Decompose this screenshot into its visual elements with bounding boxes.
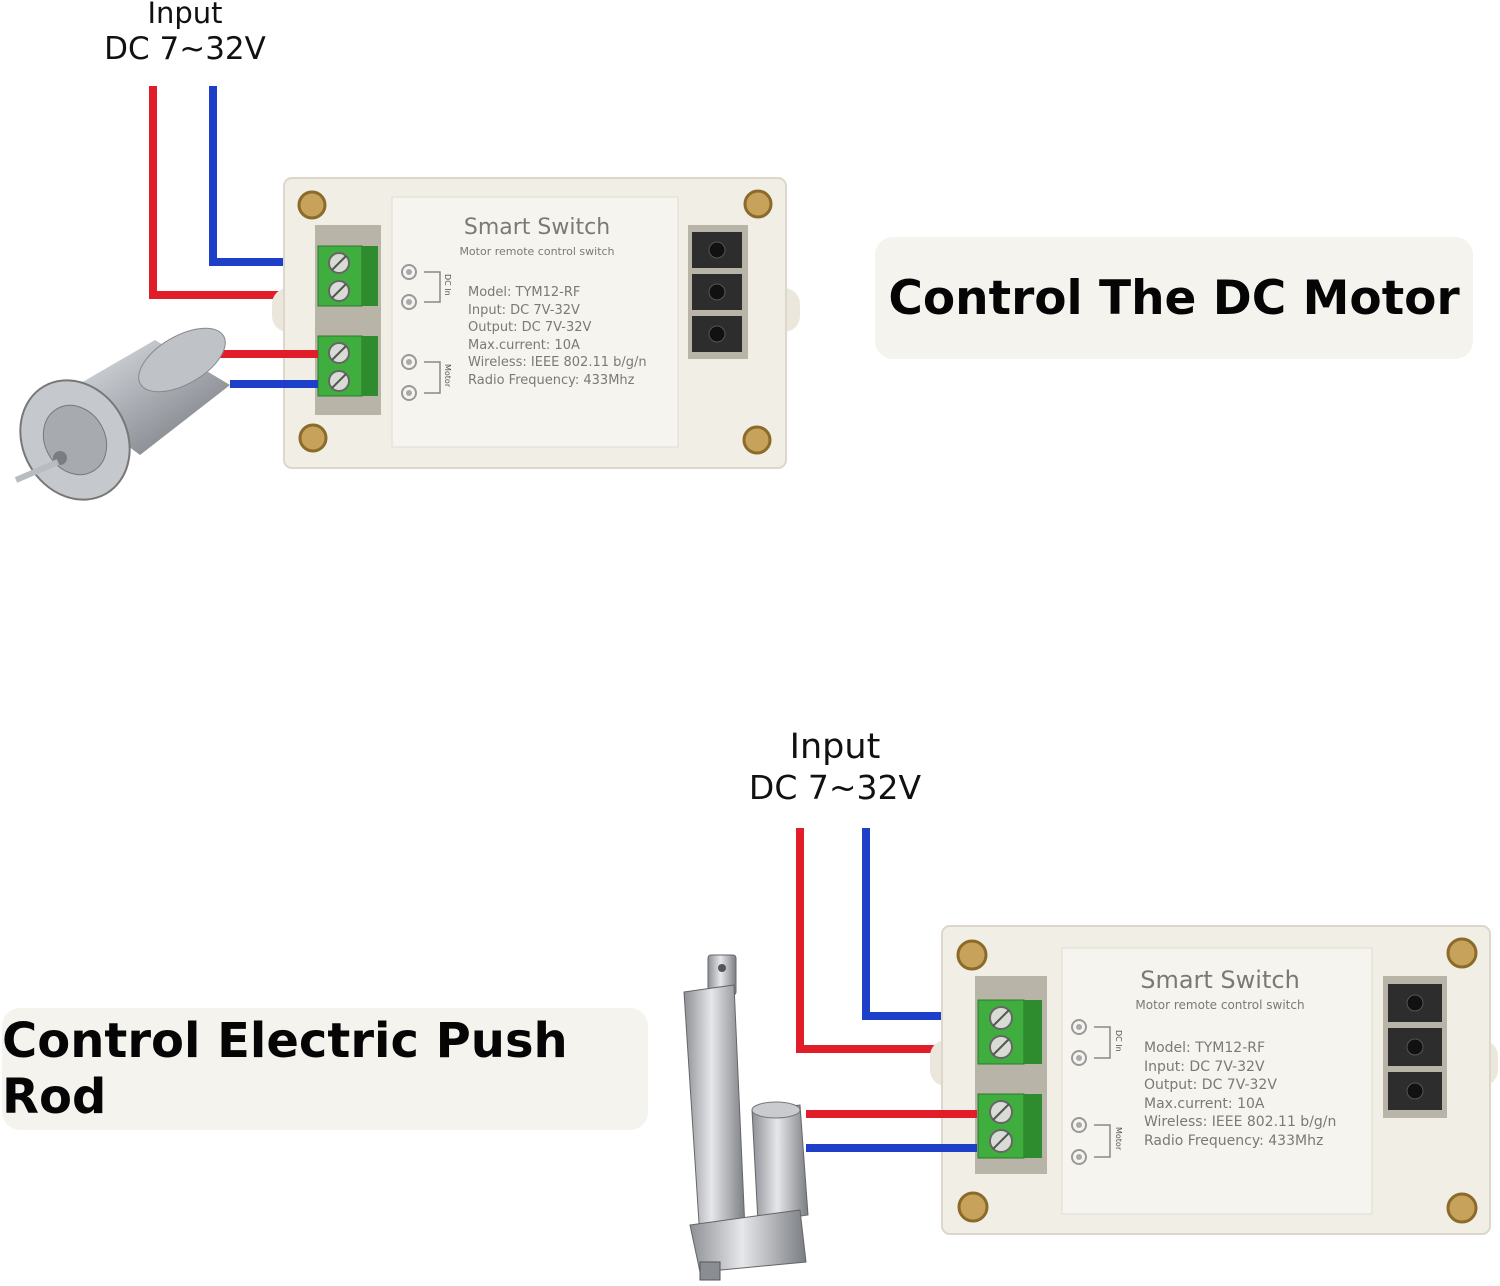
bottom-input-wire-positive [796, 828, 977, 1053]
spec-line: Output: DC 7V-32V [1144, 1077, 1277, 1094]
top-dc-in-label: DC In [443, 274, 452, 296]
bottom-input-wire-negative [862, 828, 977, 1020]
spec-line: Max.current: 10A [468, 337, 580, 353]
led-icon [401, 385, 417, 401]
bottom-module-subtitle: Motor remote control switch [1135, 998, 1305, 1012]
top-scene [14, 86, 800, 501]
dc-motor-icon [14, 327, 230, 501]
spec-line: Max.current: 10A [1144, 1095, 1265, 1112]
bottom-input-voltage: DC 7~32V [748, 768, 922, 807]
spec-line: Wireless: IEEE 802.11 b/g/n [1144, 1114, 1337, 1131]
mount-hole [956, 939, 988, 971]
spec-line: Input: DC 7V-32V [1144, 1058, 1265, 1075]
top-input-voltage: DC 7~32V [104, 30, 266, 67]
top-motor-label: Motor [443, 364, 452, 388]
bottom-input-title: Input [789, 727, 881, 767]
mount-hole [297, 190, 327, 220]
mount-hole [1446, 937, 1478, 969]
spec-line: Radio Frequency: 433Mhz [468, 372, 635, 388]
terminal-block-dc-in [977, 999, 1042, 1065]
bottom-caption-text: Control Electric Push Rod [2, 1013, 568, 1125]
push-button-icon [1406, 994, 1424, 1012]
spec-line: Model: TYM12-RF [468, 285, 581, 300]
mount-hole [957, 1191, 989, 1223]
bottom-module [930, 925, 1498, 1235]
top-input-title: Input [147, 0, 223, 30]
bottom-scene [683, 828, 1498, 1281]
top-module-specs: Model: TYM12-RF Input: DC 7V-32V Output:… [468, 284, 647, 389]
push-button-icon [708, 325, 726, 343]
bottom-input-label: Input DC 7~32V [745, 726, 925, 808]
led-icon [1071, 1019, 1087, 1035]
push-button-icon [1406, 1082, 1424, 1100]
terminal-block-dc-in [317, 245, 378, 307]
led-icon [401, 354, 417, 370]
top-caption: Control The DC Motor [875, 237, 1473, 359]
bottom-module-specs: Model: TYM12-RF Input: DC 7V-32V Output:… [1144, 1039, 1336, 1151]
top-caption-text: Control The DC Motor [888, 270, 1460, 326]
bottom-dc-in-label: DC In [1114, 1030, 1123, 1052]
spec-line: Model: TYM12-RF [1144, 1040, 1266, 1056]
mount-hole [743, 189, 773, 219]
top-module-subtitle: Motor remote control switch [459, 245, 615, 258]
mount-hole [1446, 1192, 1478, 1224]
terminal-block-motor [317, 335, 378, 397]
push-button-icon [1406, 1038, 1424, 1056]
spec-line: Wireless: IEEE 802.11 b/g/n [468, 355, 647, 370]
top-module-title: Smart Switch [463, 215, 611, 240]
push-button-icon [708, 283, 726, 301]
spec-line: Input: DC 7V-32V [468, 302, 580, 318]
top-module [272, 177, 800, 469]
button-panel [1383, 976, 1447, 1118]
push-button-icon [708, 241, 726, 259]
terminal-block-motor [977, 1093, 1042, 1159]
bottom-module-title: Smart Switch [1140, 966, 1300, 994]
led-icon [1071, 1117, 1087, 1133]
led-icon [1071, 1149, 1087, 1165]
top-input-label: Input DC 7~32V [95, 0, 275, 68]
bottom-caption: Control Electric Push Rod [2, 1008, 648, 1130]
spec-line: Output: DC 7V-32V [468, 320, 592, 335]
mount-hole [742, 425, 772, 455]
led-icon [1071, 1050, 1087, 1066]
led-icon [401, 294, 417, 310]
mount-hole [298, 423, 328, 453]
spec-line: Radio Frequency: 433Mhz [1144, 1132, 1324, 1149]
top-input-wire-positive [149, 86, 318, 299]
led-icon [401, 264, 417, 280]
button-panel [688, 225, 748, 359]
linear-actuator-icon [683, 954, 809, 1281]
bottom-motor-label: Motor [1114, 1127, 1123, 1151]
